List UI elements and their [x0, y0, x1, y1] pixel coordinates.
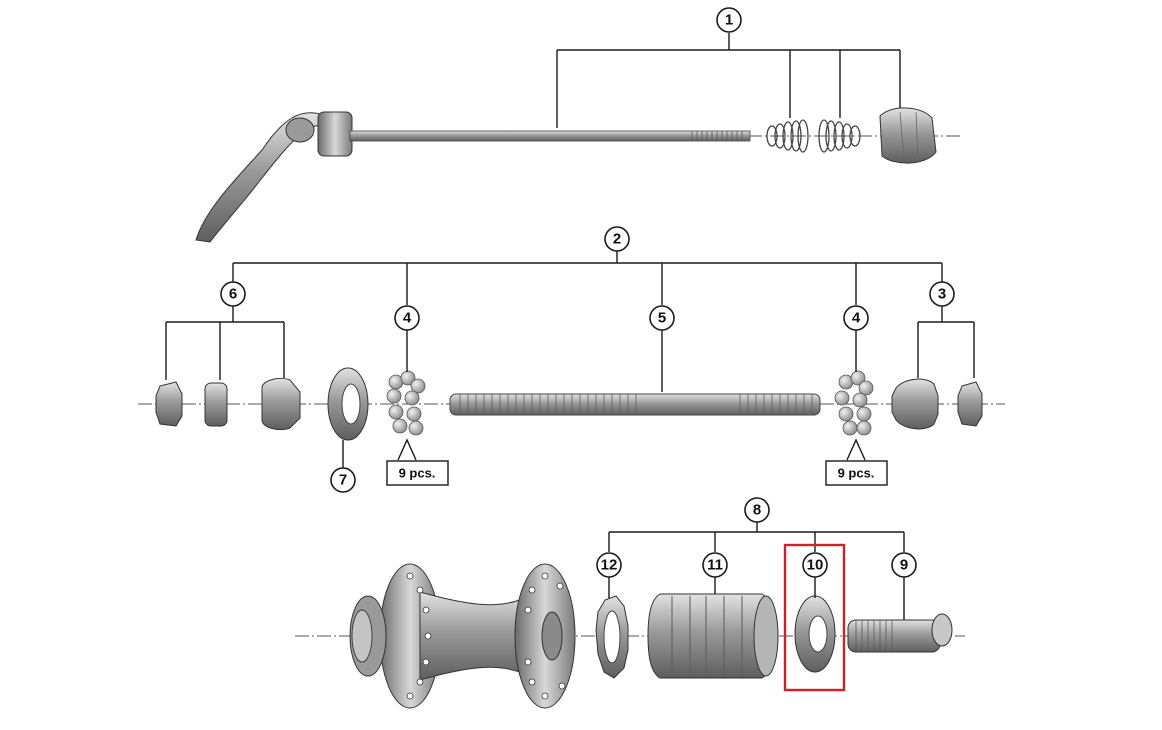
- callout-2-leaders: [232, 251, 943, 305]
- freehub-body-11: [647, 593, 779, 679]
- hub-rotor-spline: [351, 609, 373, 663]
- callout-6-leaders: [165, 306, 285, 380]
- skewer-adjusting-nut: [879, 107, 937, 164]
- hub-body-group: [349, 563, 576, 709]
- callout-4-right-label: 4: [852, 310, 861, 327]
- callout-4-left-label: 4: [403, 310, 412, 327]
- callout-9: 9: [891, 552, 917, 578]
- callout-2: 2: [604, 226, 630, 252]
- highlight-box-part-10: [783, 543, 846, 692]
- callout-8-label: 8: [753, 502, 761, 519]
- bearing-balls-right: [834, 370, 874, 436]
- callout-4-left: 4: [394, 305, 420, 331]
- callout-3: 3: [929, 281, 955, 307]
- callout-1-leaders: [556, 33, 901, 128]
- callout-9-label: 9: [900, 557, 908, 574]
- lock-ring-12: [595, 595, 629, 679]
- callout-7-label: 7: [339, 472, 347, 489]
- qty-label-right: 9 pcs.: [825, 438, 888, 486]
- skewer-rod-thread: [691, 131, 743, 141]
- callout-5: 5: [649, 305, 675, 331]
- callout-12: 12: [596, 552, 622, 578]
- callout-4-right: 4: [843, 305, 869, 331]
- callout-11: 11: [702, 552, 728, 578]
- skewer-rod: [349, 130, 751, 142]
- callout-6-label: 6: [229, 286, 237, 303]
- callout-8: 8: [744, 497, 770, 523]
- axle-group: [155, 367, 983, 441]
- callout-3-leaders: [917, 306, 975, 378]
- left-lock-nut: [155, 381, 183, 427]
- axle-thread: [459, 394, 813, 415]
- skewer-cam-body: [317, 111, 353, 157]
- callout-10: 10: [802, 552, 828, 578]
- callout-10-label: 10: [807, 557, 824, 574]
- dust-seal-7: [327, 367, 369, 441]
- skewer-group: [195, 107, 960, 243]
- washer-10: [794, 595, 836, 673]
- left-cone: [261, 377, 301, 431]
- lever-pivot: [285, 117, 315, 143]
- callout-11-label: 11: [707, 557, 723, 574]
- callout-8-leaders: [608, 522, 905, 552]
- skewer-spring-left: [766, 119, 809, 153]
- right-cone: [891, 378, 939, 430]
- hub-barrel: [419, 591, 531, 681]
- skewer-spring-right: [818, 119, 861, 153]
- hub-right-bore: [541, 611, 563, 661]
- callout-1: 1: [716, 7, 742, 33]
- qty-label-left-text: 9 pcs.: [399, 466, 436, 481]
- callout-12-label: 12: [601, 557, 618, 574]
- bearing-balls-left: [386, 370, 426, 436]
- callout-5-label: 5: [658, 310, 666, 327]
- axle-shaft: [449, 393, 821, 416]
- callout-7: 7: [330, 467, 356, 493]
- fixing-bolt-9: [847, 613, 953, 653]
- right-lock-nut: [957, 381, 983, 427]
- qty-label-right-text: 9 pcs.: [838, 466, 875, 481]
- left-spacer: [204, 382, 228, 427]
- qty-label-left: 9 pcs.: [386, 438, 449, 486]
- callout-2-label: 2: [613, 231, 621, 248]
- callout-3-label: 3: [938, 286, 946, 303]
- callout-1-label: 1: [725, 12, 733, 29]
- hub-spoke-holes: [406, 572, 566, 700]
- callout-6: 6: [220, 281, 246, 307]
